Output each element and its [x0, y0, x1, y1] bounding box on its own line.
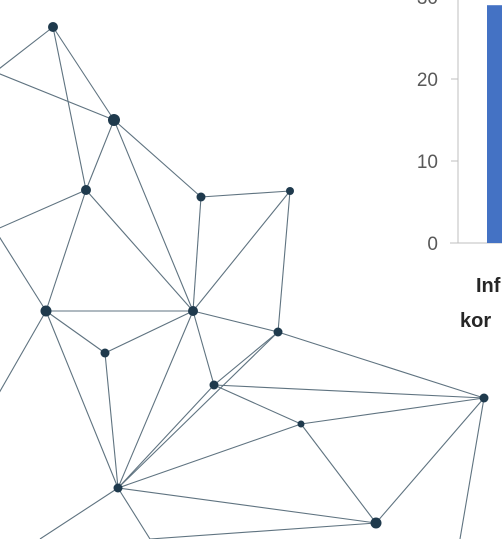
y-tick-label: 10: [417, 152, 438, 173]
y-tick-label: 0: [427, 234, 438, 255]
network-edge: [117, 331, 279, 489]
network-edge: [117, 487, 151, 539]
network-edge: [300, 423, 377, 524]
network-edge: [213, 331, 279, 386]
y-tick-label: 30: [417, 0, 438, 9]
network-edge: [0, 310, 47, 393]
network-nodes: [40, 22, 489, 529]
network-edge: [192, 190, 291, 312]
network-edge: [52, 26, 115, 121]
network-edge: [52, 26, 87, 191]
network-edge: [45, 310, 119, 489]
network-node: [48, 22, 58, 32]
network-edge: [200, 190, 291, 198]
network-edge: [113, 119, 202, 198]
network-edge: [277, 331, 485, 399]
network-node: [113, 483, 123, 493]
network-edge: [459, 397, 485, 539]
y-tick-label: 20: [417, 70, 438, 91]
network-edge: [85, 119, 115, 191]
network-edge: [0, 73, 115, 121]
network-node: [297, 420, 305, 428]
network-node: [479, 393, 489, 403]
network-edge: [0, 189, 87, 229]
network-edge: [39, 487, 119, 539]
network-edge: [113, 119, 194, 312]
network-node: [209, 380, 219, 390]
network-edge: [0, 236, 47, 312]
network-node: [81, 185, 91, 195]
network-node: [286, 187, 294, 195]
network-edge: [300, 397, 485, 425]
network-edges: [0, 26, 485, 539]
network-node: [188, 306, 198, 316]
network-node: [100, 348, 110, 358]
network-node: [196, 192, 206, 202]
network-edge: [213, 384, 302, 425]
network-edge: [192, 196, 202, 312]
network-edge: [192, 310, 279, 333]
network-edge: [117, 384, 215, 489]
network-edge: [117, 310, 194, 489]
network-edge: [85, 189, 194, 312]
network-edge: [0, 26, 54, 69]
bar: [487, 5, 502, 244]
network-node: [40, 305, 52, 317]
network-edge: [277, 190, 291, 333]
network-edge: [149, 522, 377, 539]
network-edge: [375, 397, 485, 524]
network-edge: [117, 487, 377, 524]
network-edge: [45, 310, 106, 354]
network-edge: [104, 310, 194, 354]
network-edge: [117, 423, 302, 489]
network-edge: [192, 310, 215, 386]
network-edge: [104, 352, 119, 489]
network-node: [273, 327, 283, 337]
network-edge: [45, 189, 87, 312]
network-node: [108, 114, 120, 126]
network-edge: [213, 384, 485, 399]
network-node: [370, 517, 382, 529]
